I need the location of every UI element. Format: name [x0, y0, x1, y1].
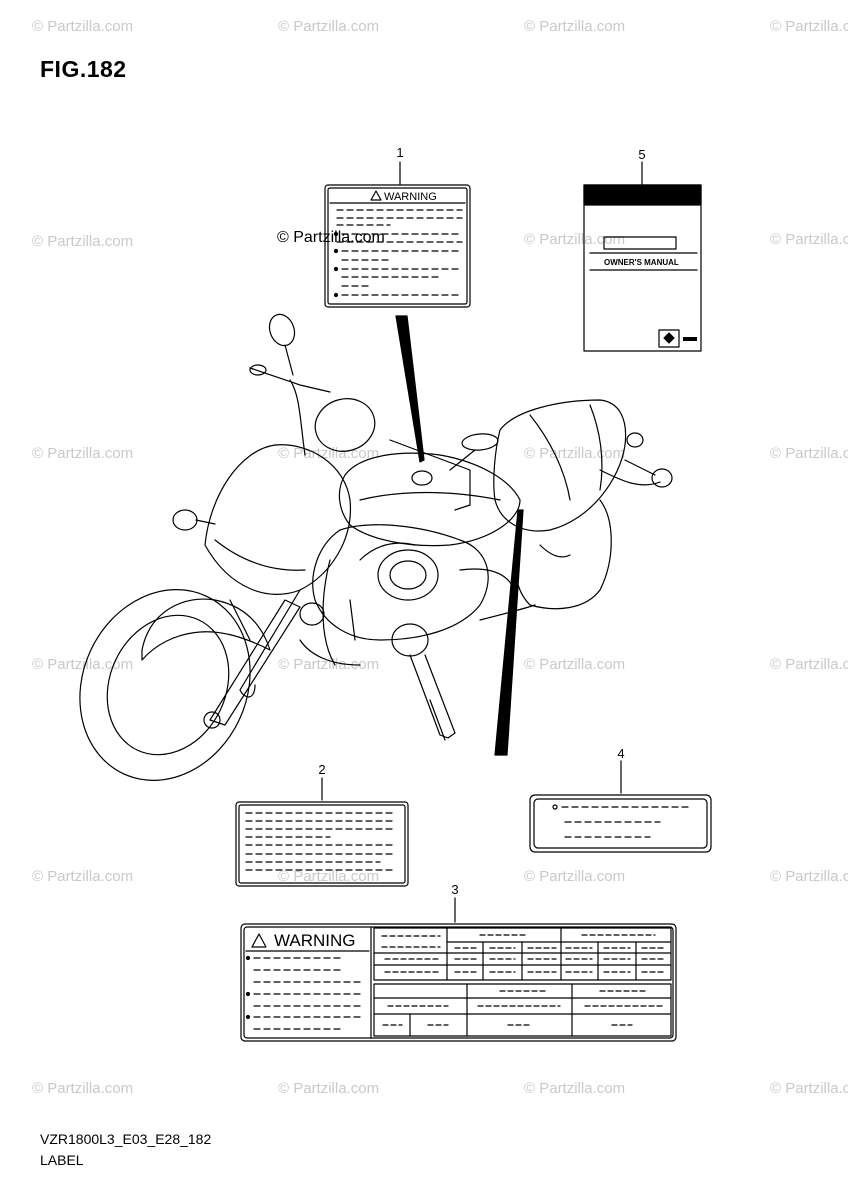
watermark: © Partzilla.com: [770, 231, 848, 248]
watermark: © Partzilla.com: [524, 868, 626, 885]
watermark: © Partzilla.com: [770, 656, 848, 673]
label-3-heading: WARNING: [274, 931, 356, 950]
figure-code: VZR1800L3_E03_E28_182: [40, 1131, 212, 1147]
label-2: [235, 801, 409, 887]
figure-title: FIG.182: [40, 56, 127, 82]
watermark: © Partzilla.com: [524, 231, 626, 248]
watermark: © Partzilla.com: [770, 868, 848, 885]
watermark: © Partzilla.com: [524, 656, 626, 673]
label-1-heading: WARNING: [384, 191, 437, 203]
watermark: © Partzilla.com: [32, 868, 134, 885]
callout-3: 3: [451, 882, 459, 897]
label-5-heading: OWNER'S MANUAL: [604, 258, 679, 267]
watermark: © Partzilla.com: [770, 1080, 848, 1097]
label-3: [240, 923, 677, 1042]
figure-caption: LABEL: [40, 1152, 84, 1168]
watermark: © Partzilla.com: [32, 656, 134, 673]
watermark: © Partzilla.com: [278, 1080, 380, 1097]
callout-5: 5: [638, 147, 646, 162]
watermark: © Partzilla.com: [524, 18, 626, 35]
watermark: © Partzilla.com: [278, 868, 380, 885]
callout-2: 2: [318, 762, 326, 777]
callout-4: 4: [617, 746, 625, 761]
watermark: © Partzilla.com: [770, 18, 848, 35]
callout-1: 1: [396, 145, 404, 160]
watermark: © Partzilla.com: [32, 18, 134, 35]
watermark: © Partzilla.com: [524, 445, 626, 462]
watermark: © Partzilla.com: [32, 233, 134, 250]
watermark: © Partzilla.com: [32, 445, 134, 462]
label-5-owners-manual: [583, 184, 702, 352]
watermark: © Partzilla.com: [278, 656, 380, 673]
watermark: © Partzilla.com: [524, 1080, 626, 1097]
watermark: © Partzilla.com: [32, 1080, 134, 1097]
motorcycle-drawing: [79, 313, 673, 781]
label-4: [529, 794, 712, 853]
label-1: [324, 184, 471, 308]
watermark: © Partzilla.com: [770, 445, 848, 462]
watermark: © Partzilla.com: [278, 18, 380, 35]
watermark-overlay: © Partzilla.com: [277, 229, 385, 246]
